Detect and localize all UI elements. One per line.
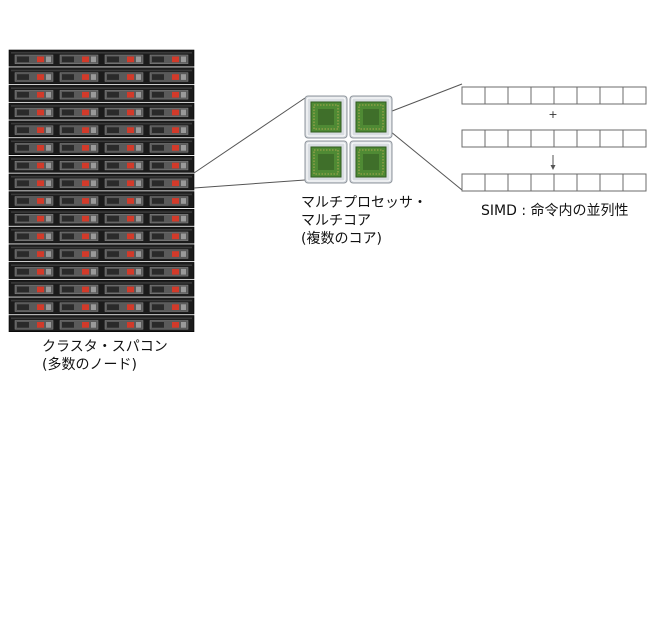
- server-node: [8, 209, 195, 226]
- multicore-label-line3: (複数のコア): [301, 231, 382, 247]
- cluster-label-line2: (多数のノード): [42, 357, 137, 373]
- simd-label: SIMD : 命令内の並列性: [481, 203, 629, 219]
- simd-lane: [461, 129, 486, 148]
- simd-lane: [622, 129, 647, 148]
- server-node: [8, 155, 195, 173]
- server-node: [8, 262, 195, 279]
- plus-sign: +: [548, 108, 557, 121]
- server-node: [8, 315, 195, 333]
- server-node: [8, 67, 195, 85]
- simd-lane: [576, 86, 601, 105]
- simd-lane: [530, 129, 555, 148]
- server-node: [8, 244, 195, 262]
- connector-rack-to-chip-bottom: [193, 179, 306, 189]
- simd-lane: [622, 173, 647, 192]
- simd-lane: [553, 173, 578, 192]
- multicore-label-line2: マルチコア: [301, 213, 371, 229]
- simd-lane: [553, 129, 578, 148]
- processor-core: [304, 140, 348, 184]
- simd-lane: [507, 173, 532, 192]
- processor-core: [349, 95, 393, 139]
- server-node: [8, 191, 195, 209]
- simd-lane: [484, 173, 509, 192]
- server-node: [8, 49, 195, 67]
- simd-lane: [461, 86, 486, 105]
- server-node: [8, 102, 195, 120]
- simd-lane: [461, 173, 486, 192]
- server-node: [8, 120, 195, 138]
- server-rack: [8, 49, 195, 333]
- multicore-processor: [304, 95, 393, 184]
- simd-register: [461, 129, 647, 148]
- simd-lane: [530, 173, 555, 192]
- simd-lane: [576, 173, 601, 192]
- simd-lane: [484, 86, 509, 105]
- simd-lane: [553, 86, 578, 105]
- cluster-label-line1: クラスタ・スパコン: [42, 339, 168, 355]
- processor-core: [349, 140, 393, 184]
- down-arrow-icon: [550, 155, 556, 170]
- processor-core: [304, 95, 348, 139]
- simd-lane: [507, 129, 532, 148]
- server-node: [8, 85, 195, 102]
- simd-lane: [507, 86, 532, 105]
- simd-lane: [484, 129, 509, 148]
- server-node: [8, 279, 195, 297]
- server-node: [8, 138, 195, 156]
- simd-register: [461, 173, 647, 192]
- simd-lane: [599, 129, 624, 148]
- simd-lane: [599, 86, 624, 105]
- simd-lane: [599, 173, 624, 192]
- server-node: [8, 173, 195, 191]
- multicore-label-line1: マルチプロセッサ・: [301, 195, 427, 211]
- simd-lane: [576, 129, 601, 148]
- simd-registers: [461, 86, 647, 192]
- simd-lane: [530, 86, 555, 105]
- server-node: [8, 226, 195, 244]
- simd-lane: [622, 86, 647, 105]
- server-node: [8, 297, 195, 315]
- connector-rack-to-chip-top: [193, 97, 306, 174]
- simd-register: [461, 86, 647, 105]
